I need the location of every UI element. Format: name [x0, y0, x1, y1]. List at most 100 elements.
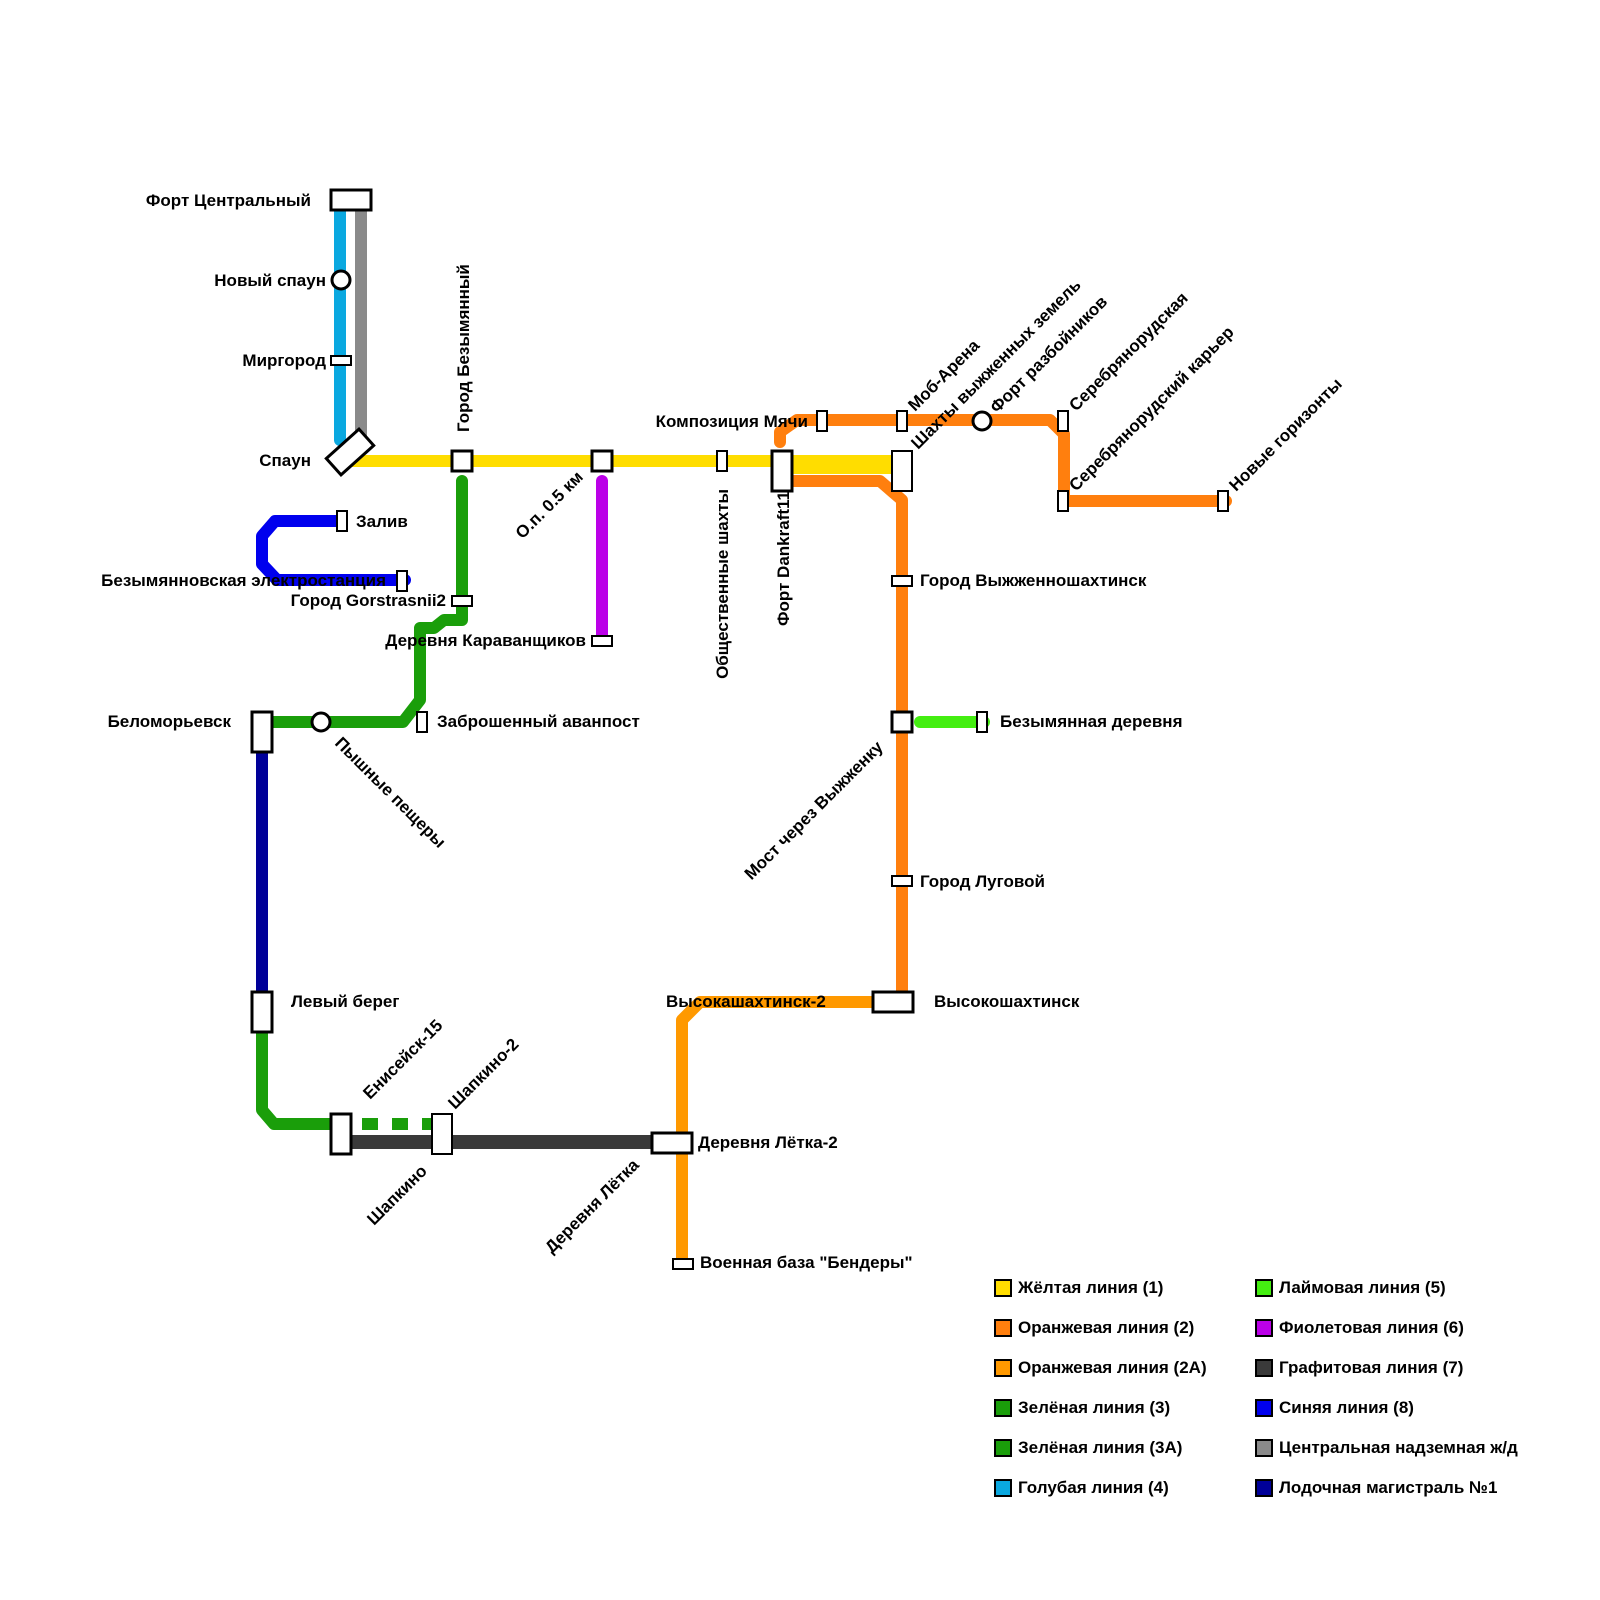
station-marker-city-nameless[interactable] — [450, 449, 474, 473]
label-mirgorod: Миргород — [242, 351, 326, 370]
label-lush-caves: Пышные пещеры — [331, 733, 449, 851]
station-marker-bridge-station[interactable] — [890, 710, 914, 734]
label-silver-quarry: Серебрянорудский карьер — [1065, 323, 1237, 495]
station-marker-abandoned-outpost[interactable] — [416, 711, 428, 733]
legend-swatch-icon — [1255, 1319, 1273, 1337]
legend-item: Зелёная линия (3А) — [994, 1437, 1182, 1459]
station-marker-silver-quarry[interactable] — [1057, 490, 1069, 512]
station-marker-shapkino[interactable] — [431, 1113, 453, 1155]
legend-swatch-icon — [1255, 1399, 1273, 1417]
legend-label: Фиолетовая линия (6) — [1279, 1318, 1464, 1337]
legend-item: Жёлтая линия (1) — [994, 1277, 1163, 1299]
station-marker-mirgorod[interactable] — [330, 355, 352, 366]
station-marker-op-05[interactable] — [590, 449, 614, 473]
station-marker-letka[interactable] — [650, 1131, 694, 1155]
legend-swatch-icon — [1255, 1479, 1273, 1497]
label-bridge: Мост через Выжженку — [741, 737, 887, 883]
station-marker-fort-dankraft[interactable] — [770, 449, 794, 493]
legend-swatch-icon — [994, 1439, 1012, 1457]
legend-label: Оранжевая линия (2А) — [1018, 1358, 1207, 1377]
station-marker-belomorievsk[interactable] — [250, 710, 274, 754]
line-orange-main — [774, 475, 908, 1008]
legend-label: Жёлтая линия (1) — [1018, 1278, 1164, 1297]
label-shapkino: Шапкино — [363, 1161, 430, 1228]
line-blue — [256, 515, 411, 586]
legend-label: Графитовая линия (7) — [1279, 1358, 1464, 1377]
legend-label: Центральная надземная ж/д — [1279, 1438, 1518, 1457]
legend-label: Синяя линия (8) — [1279, 1398, 1414, 1417]
legend-swatch-icon — [994, 1479, 1012, 1497]
station-marker-robbers-fort[interactable] — [971, 410, 993, 432]
label-spawn: Спаун — [259, 451, 311, 470]
station-marker-power-station[interactable] — [396, 570, 408, 592]
label-public-mines: Общественные шахты — [713, 489, 732, 679]
station-marker-fort-central[interactable] — [329, 188, 373, 212]
legend-item: Лодочная магистраль №1 — [1255, 1477, 1497, 1499]
legend-label: Зелёная линия (3) — [1018, 1398, 1171, 1417]
legend-swatch-icon — [1255, 1279, 1273, 1297]
station-marker-silver-ore[interactable] — [1057, 410, 1069, 432]
label-op-05: О.п. 0.5 км — [512, 467, 587, 542]
legend-label: Оранжевая линия (2) — [1018, 1318, 1195, 1337]
legend-swatch-icon — [994, 1399, 1012, 1417]
legend-label: Лодочная магистраль №1 — [1279, 1478, 1498, 1497]
label-belomorievsk: Беломорьевск — [108, 712, 232, 731]
line-green — [256, 475, 468, 728]
legend-swatch-icon — [994, 1319, 1012, 1337]
label-vysokashakht2: Высокашахтинск-2 — [666, 992, 826, 1011]
label-letka-village: Деревня Лётка — [541, 1155, 643, 1257]
label-caravan-village: Деревня Караванщиков — [385, 631, 586, 650]
legend-item: Синяя линия (8) — [1255, 1397, 1414, 1419]
station-marker-vysokoshakht[interactable] — [871, 990, 915, 1014]
label-nameless-village: Безымянная деревня — [1000, 712, 1183, 731]
label-city-nameless: Город Безымянный — [454, 264, 473, 432]
legend-swatch-icon — [994, 1359, 1012, 1377]
label-fort-central: Форт Центральный — [146, 191, 311, 210]
station-marker-new-horizons[interactable] — [1217, 490, 1229, 512]
label-new-horizons: Новые горизонты — [1225, 374, 1345, 494]
station-marker-lush-caves[interactable] — [310, 711, 332, 733]
label-left-bank: Левый берег — [291, 992, 399, 1011]
station-marker-caravan-village[interactable] — [591, 635, 613, 647]
label-meadow-city: Город Луговой — [920, 872, 1045, 891]
legend-label: Зелёная линия (3А) — [1018, 1438, 1183, 1457]
station-marker-music-comp[interactable] — [816, 410, 828, 432]
legend-swatch-icon — [994, 1279, 1012, 1297]
label-gorstrasnii: Город Gorstrasnii2 — [291, 591, 446, 610]
label-fort-dankraft: Форт Dankraft11 — [774, 491, 793, 626]
line-orange2a — [676, 996, 899, 1268]
label-bay: Залив — [356, 512, 408, 531]
label-burnt-mines-city: Город Выжженношахтинск — [920, 571, 1147, 590]
legend-swatch-icon — [1255, 1439, 1273, 1457]
legend-item: Оранжевая линия (2) — [994, 1317, 1194, 1339]
station-marker-bay[interactable] — [336, 510, 348, 532]
station-marker-military-base[interactable] — [672, 1258, 694, 1270]
station-marker-nameless-village[interactable] — [976, 711, 988, 733]
label-shapkino2: Шапкино-2 — [444, 1035, 522, 1113]
legend-item: Фиолетовая линия (6) — [1255, 1317, 1464, 1339]
station-marker-enisey[interactable] — [329, 1112, 353, 1156]
legend-item: Голубая линия (4) — [994, 1477, 1169, 1499]
station-marker-meadow-city[interactable] — [891, 875, 913, 887]
legend-item: Оранжевая линия (2А) — [994, 1357, 1207, 1379]
label-new-spawn: Новый спаун — [214, 271, 326, 290]
label-music-comp: Композиция Мячи — [656, 412, 808, 431]
label-military-base: Военная база "Бендеры" — [700, 1253, 913, 1272]
station-marker-burnt-mines-city[interactable] — [891, 575, 913, 587]
station-marker-spawn[interactable] — [324, 426, 376, 478]
line-green3a — [256, 1024, 346, 1130]
label-abandoned-outpost: Заброшенный аванпост — [437, 712, 640, 731]
legend-swatch-icon — [1255, 1359, 1273, 1377]
legend-item: Лаймовая линия (5) — [1255, 1277, 1446, 1299]
station-marker-gorstrasnii[interactable] — [451, 595, 473, 607]
station-marker-public-mines[interactable] — [716, 450, 728, 472]
station-marker-burnt-lands-mines[interactable] — [891, 450, 913, 492]
legend-item: Центральная надземная ж/д — [1255, 1437, 1518, 1459]
label-enisey: Енисейск-15 — [359, 1016, 446, 1103]
station-marker-mob-arena[interactable] — [896, 410, 908, 432]
label-power-station: Безымянновская электростанция — [101, 571, 386, 590]
label-letka2: Деревня Лётка-2 — [698, 1133, 838, 1152]
station-marker-new-spawn[interactable] — [330, 269, 352, 291]
legend-label: Голубая линия (4) — [1018, 1478, 1169, 1497]
station-marker-left-bank[interactable] — [250, 990, 274, 1034]
